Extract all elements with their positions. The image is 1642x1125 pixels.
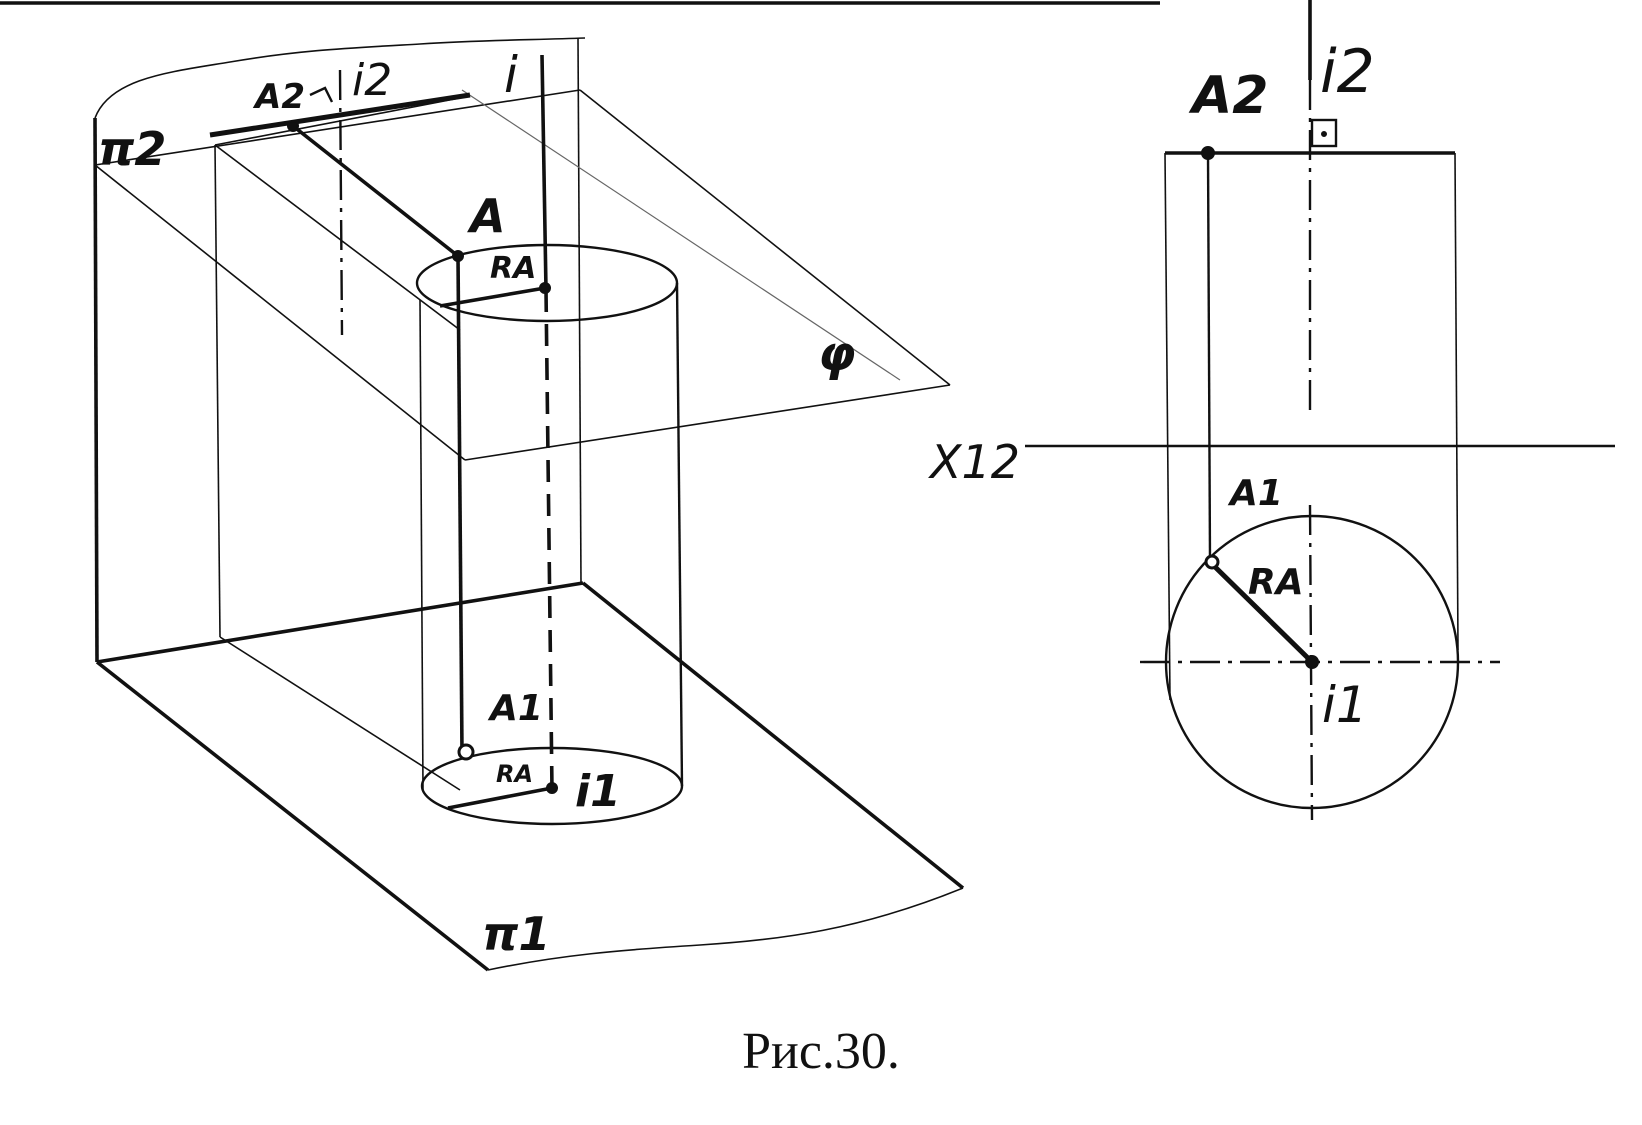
axis-right-edge bbox=[577, 37, 582, 584]
label-a2-right: A2 bbox=[1188, 66, 1268, 126]
label-radius-right: RA bbox=[1248, 562, 1304, 603]
label-i-left: i bbox=[504, 46, 518, 104]
label-radius-top: RA bbox=[490, 251, 536, 286]
box-left-diag bbox=[214, 144, 461, 331]
label-i1-right: i1 bbox=[1322, 676, 1368, 734]
pi2-line-through-a2 bbox=[209, 92, 471, 138]
plane-pi2-bottom-edge bbox=[96, 581, 584, 664]
orthographic-view: A2 i2 X12 A1 RA i1 bbox=[928, 0, 1615, 821]
label-a1-right: A1 bbox=[1227, 473, 1283, 514]
figure-caption: Рис.30. bbox=[742, 1023, 900, 1080]
axis-i-dashed bbox=[544, 289, 554, 791]
point-a-center-marker bbox=[539, 282, 551, 294]
radius-line-right bbox=[1208, 560, 1314, 664]
cylinder-right-generatrix bbox=[675, 282, 684, 787]
label-i2-left: i2 bbox=[352, 55, 392, 106]
plane-pi2-left-edge bbox=[93, 117, 99, 663]
cylinder-left-generatrix bbox=[419, 299, 424, 791]
projector-a2-a1 bbox=[1206, 152, 1212, 561]
generatrix-through-a bbox=[456, 255, 464, 753]
label-pi2: π2 bbox=[98, 122, 166, 176]
label-radius-bottom: RA bbox=[496, 760, 533, 788]
front-right-edge bbox=[1454, 152, 1459, 651]
plane-phi-right-edge bbox=[579, 89, 951, 386]
plane-phi-front-edge bbox=[464, 384, 951, 461]
plane-pi1-bottom-edge bbox=[487, 887, 964, 971]
point-a2-right-marker bbox=[1201, 146, 1215, 160]
projector-a2-to-a bbox=[291, 124, 460, 258]
label-x12: X12 bbox=[928, 435, 1020, 489]
label-phi: φ bbox=[818, 326, 856, 382]
box-left-vertical bbox=[214, 144, 221, 638]
radius-bottom-line bbox=[447, 786, 553, 810]
label-a1-left: A1 bbox=[487, 688, 543, 729]
axis-i-line bbox=[540, 54, 548, 291]
front-left-edge bbox=[1164, 152, 1171, 701]
axonometric-view: π2 A2 i2 i A RA φ A1 RA i1 π1 bbox=[93, 37, 965, 972]
right-angle-square bbox=[1310, 118, 1338, 148]
right-angle-dot bbox=[1321, 131, 1327, 137]
label-a2-left: A2 bbox=[252, 77, 305, 117]
label-a: A bbox=[467, 189, 506, 243]
point-a-marker bbox=[452, 250, 464, 262]
point-center-marker bbox=[1305, 655, 1319, 669]
plane-pi1-right-edge bbox=[581, 581, 965, 890]
plane-pi1-left-edge bbox=[95, 660, 490, 972]
label-i1-left: i1 bbox=[575, 766, 621, 817]
right-angle-mark bbox=[309, 86, 334, 103]
axis-i2-line bbox=[338, 69, 344, 336]
plane-pi2-top-edge bbox=[94, 37, 586, 119]
point-i1-marker bbox=[546, 782, 558, 794]
point-a2-marker bbox=[287, 120, 299, 132]
radius-top-line bbox=[439, 286, 546, 308]
box-bottom-diag bbox=[219, 636, 461, 791]
box-ground-diag bbox=[461, 89, 901, 381]
label-i2-right: i2 bbox=[1320, 37, 1375, 107]
point-a1-marker bbox=[457, 743, 475, 761]
point-a1-right-marker bbox=[1204, 554, 1220, 570]
plane-phi-left-edge bbox=[94, 164, 466, 461]
plane-pi2-top-line bbox=[94, 89, 581, 166]
label-pi1: π1 bbox=[482, 907, 550, 961]
